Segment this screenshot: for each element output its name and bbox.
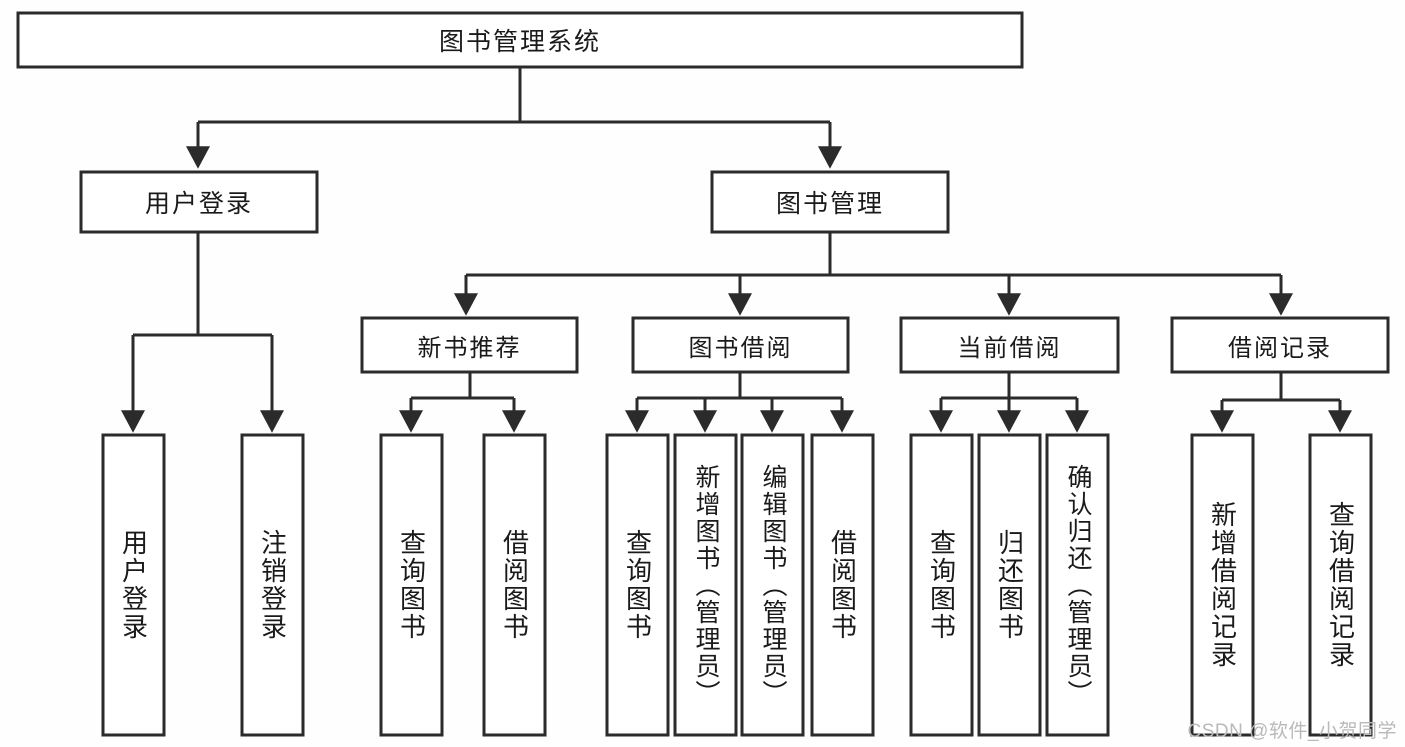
node-box-leaf-return-book[interactable] [977,433,1042,737]
node-box-leaf-add-record[interactable] [1190,433,1255,737]
node-box-borrow-record[interactable] [1170,316,1390,374]
node-box-leaf-borrow-book-1[interactable] [482,433,547,737]
node-box-leaf-borrow-book-2[interactable] [810,433,875,737]
node-box-user-login[interactable] [79,170,319,234]
node-box-book-management-system[interactable] [16,11,1024,69]
node-box-current-borrow[interactable] [899,316,1120,374]
node-box-leaf-query-book-2[interactable] [605,433,670,737]
node-box-book-manage[interactable] [710,170,950,234]
node-box-leaf-query-record[interactable] [1308,433,1373,737]
node-box-leaf-query-book-1[interactable] [379,433,444,737]
node-box-book-borrow[interactable] [631,316,850,374]
node-box-leaf-add-book[interactable] [673,433,738,737]
node-box-leaf-confirm-return[interactable] [1045,433,1110,737]
node-box-leaf-edit-book[interactable] [740,433,805,737]
node-box-leaf-query-book-3[interactable] [909,433,974,737]
node-box-leaf-user-login[interactable] [101,433,166,737]
node-box-new-book-recommend[interactable] [360,316,579,374]
node-box-leaf-logout-login[interactable] [240,433,305,737]
